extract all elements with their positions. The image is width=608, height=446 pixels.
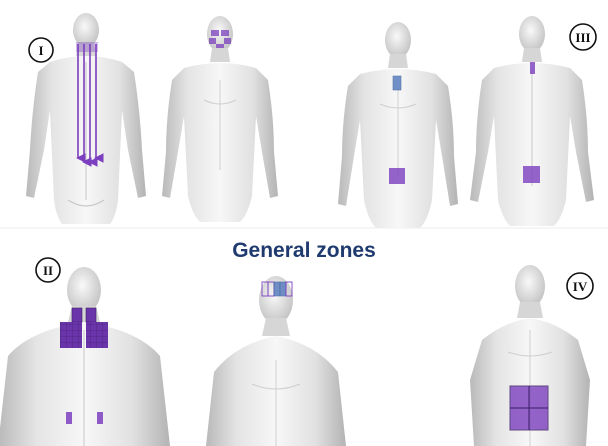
- lumbar-zone-right: [97, 412, 103, 424]
- cervical-zone: [530, 62, 535, 74]
- face-zone: [216, 44, 224, 48]
- badge-label: II: [43, 263, 53, 278]
- face-zone: [209, 38, 216, 44]
- face-zone: [211, 30, 219, 36]
- lumbar-zone-left: [66, 412, 72, 424]
- badge-panel-3: III: [570, 24, 596, 50]
- throat-zone: [393, 76, 401, 90]
- pubic-zone: [389, 168, 405, 184]
- badge-label: I: [38, 43, 43, 58]
- figure-front-6: [206, 276, 346, 446]
- figure-front-3: [338, 22, 458, 228]
- badge-panel-2: II: [36, 258, 60, 282]
- sacral-zone: [523, 166, 540, 183]
- badge-panel-1: I: [29, 38, 53, 62]
- badge-label: III: [575, 30, 590, 45]
- figure-back-5: [0, 267, 170, 446]
- face-zone: [224, 38, 231, 44]
- face-zone: [221, 30, 229, 36]
- badge-label: IV: [573, 279, 588, 294]
- abdomen-grid: [510, 386, 548, 430]
- badge-panel-4: IV: [567, 273, 593, 299]
- page-title: General zones: [232, 239, 376, 262]
